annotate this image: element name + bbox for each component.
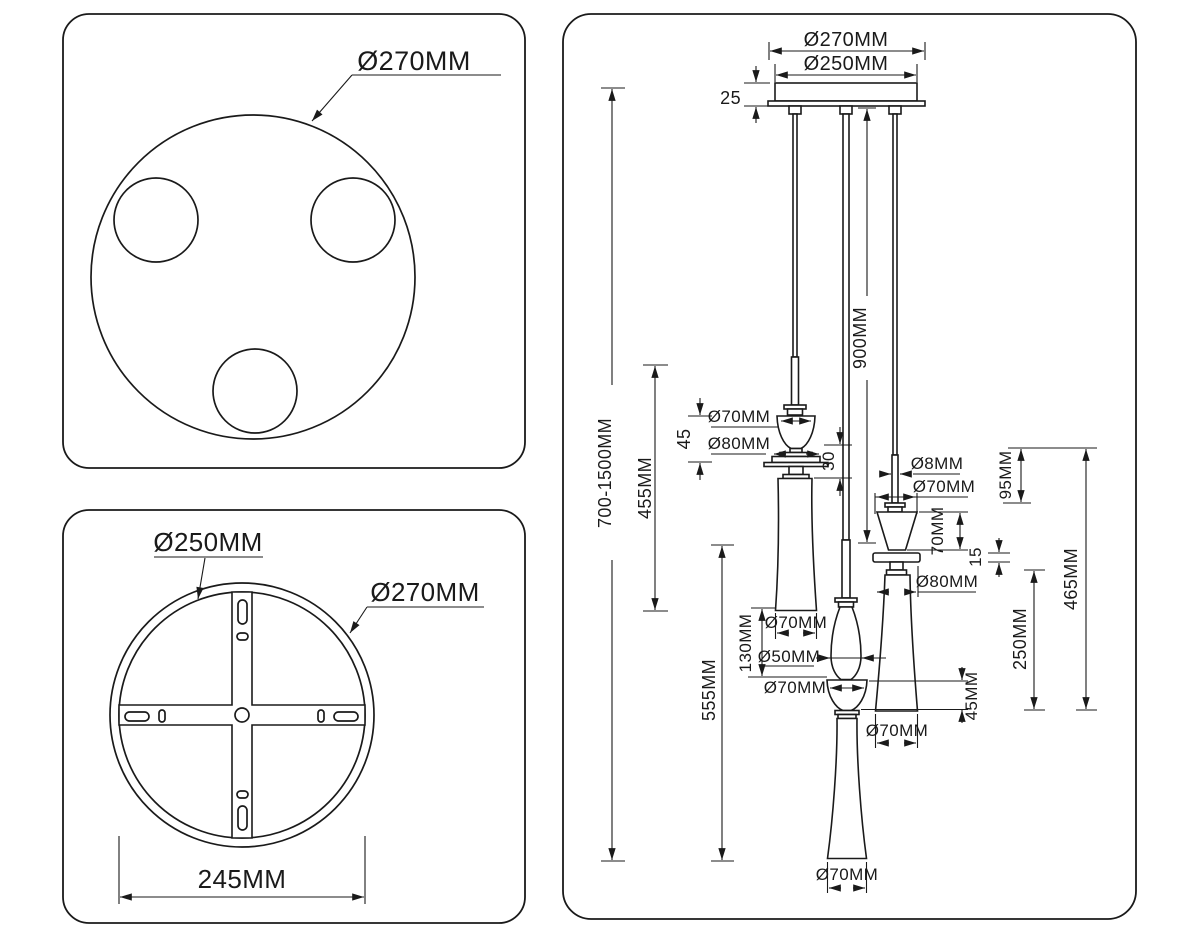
dim-right-shade-diameter: Ø70MM — [866, 714, 928, 748]
cord-right — [892, 113, 898, 456]
pendant-right — [872, 454, 921, 712]
cord-sleeve — [841, 539, 851, 599]
dim-wire-length: 900MM — [850, 107, 876, 544]
dim-left-disc-diameter: Ø80MM — [708, 434, 819, 458]
dim-right-shade-height: 250MM — [1010, 569, 1045, 711]
lamp-hole-bottom — [212, 348, 298, 434]
dim-right-top-diameter: Ø70MM — [874, 477, 975, 514]
dim-right-sleeve-height: 95MM — [996, 447, 1097, 504]
glass-shade — [826, 717, 868, 860]
leader-mount-outer-diameter: Ø270MM — [349, 577, 484, 634]
glass-body — [830, 606, 862, 681]
label-overall-height: 700-1500MM — [595, 418, 615, 528]
glass-shade — [874, 574, 919, 712]
dim-right-disc-thickness: 15 — [966, 538, 1010, 577]
bracket-slots — [124, 599, 359, 831]
ceiling-canopy — [767, 82, 926, 115]
panel-canopy-top-view: Ø270MM — [62, 13, 526, 469]
lamp-hole-right — [310, 177, 396, 263]
dim-left-shade-diameter: Ø70MM — [765, 613, 827, 639]
label-middle-cap-diameter: Ø70MM — [764, 678, 826, 697]
cord-sleeve — [790, 356, 800, 406]
cord-left — [792, 113, 798, 358]
label-canopy-inner: Ø250MM — [804, 53, 889, 75]
dim-middle-cap-diameter: Ø70MM — [764, 678, 864, 697]
disc — [872, 552, 921, 563]
label-mount-outer-diameter: Ø270MM — [370, 577, 479, 607]
dim-canopy-inner: Ø250MM — [774, 53, 918, 82]
panel-mount-view: Ø250MM Ø270MM 245MM — [62, 509, 526, 924]
dim-right-total-height: 465MM — [1061, 449, 1097, 711]
dim-gap-130: 130MM — [736, 607, 827, 678]
disc — [771, 455, 821, 464]
dim-canopy-thickness: 25 — [720, 66, 770, 123]
label-mount-inner-diameter: Ø250MM — [153, 527, 262, 557]
dim-left-neck-height: 30 — [814, 427, 852, 496]
label-middle-body-diameter: Ø50MM — [758, 647, 820, 666]
dim-middle-height: 555MM — [699, 544, 734, 862]
canopy-rim-outer — [109, 582, 375, 848]
dim-right-disc-diameter: Ø80MM — [877, 566, 978, 597]
label-right-total-height: 465MM — [1061, 548, 1081, 610]
cord-middle — [842, 113, 850, 541]
label-right-wire-diameter: Ø8MM — [911, 454, 964, 473]
label-left-height: 455MM — [635, 457, 655, 519]
dim-middle-body-diameter: Ø50MM — [758, 647, 886, 667]
canopy-body — [774, 82, 918, 102]
lamp-hole-left — [113, 177, 199, 263]
label-right-shade-height: 250MM — [1010, 608, 1030, 670]
label-middle-shade-diameter: Ø70MM — [816, 865, 878, 884]
leader-canopy-outer-diameter: Ø270MM — [311, 46, 501, 122]
label-wire-length: 900MM — [850, 307, 870, 369]
panel-side-view: Ø270MM Ø250MM 25 700-1500MM — [562, 13, 1137, 920]
label-bracket-width: 245MM — [198, 864, 287, 894]
label-right-cone-height: 70MM — [928, 507, 947, 556]
suspension-cords — [792, 113, 898, 541]
label-middle-height: 555MM — [699, 659, 719, 721]
dim-middle-cap-height: 45MM — [861, 667, 981, 723]
label-middle-cap-height: 45MM — [962, 672, 981, 721]
dim-left-height: 455MM — [635, 364, 668, 612]
label-right-shade-diameter: Ø70MM — [866, 721, 928, 740]
label-right-disc-diameter: Ø80MM — [916, 572, 978, 591]
label-left-cap-diameter: Ø70MM — [708, 407, 770, 426]
dim-left-cap-diameter: Ø70MM — [708, 407, 811, 428]
dim-canopy-outer: Ø270MM — [768, 29, 926, 60]
dim-right-wire-diameter: Ø8MM — [879, 454, 964, 478]
dim-overall-height: 700-1500MM — [595, 87, 625, 862]
canopy-outline — [90, 114, 416, 440]
cord-sleeve — [891, 454, 899, 504]
label-left-shade-diameter: Ø70MM — [765, 613, 827, 632]
glass-funnel — [875, 511, 919, 551]
leader-mount-inner-diameter: Ø250MM — [153, 527, 263, 600]
label-right-disc-thickness: 15 — [966, 547, 985, 567]
label-canopy-outer: Ø270MM — [804, 29, 889, 51]
label-right-top-diameter: Ø70MM — [913, 477, 975, 496]
label-canopy-outer-diameter: Ø270MM — [357, 46, 470, 76]
label-left-neck-height: 30 — [819, 451, 838, 471]
center-hole — [234, 707, 250, 723]
dim-bracket-width: 245MM — [118, 836, 366, 904]
label-gap-130: 130MM — [736, 614, 755, 673]
label-right-sleeve-height: 95MM — [996, 451, 1015, 500]
label-left-cap-height: 45 — [674, 429, 694, 450]
dim-middle-shade-diameter: Ø70MM — [816, 862, 878, 893]
dim-left-cap-height: 45 — [674, 398, 712, 480]
dim-right-cone-height: 70MM — [907, 507, 968, 556]
panel-border — [62, 13, 526, 469]
label-left-disc-diameter: Ø80MM — [708, 434, 770, 453]
glass-shade — [774, 477, 818, 612]
label-canopy-thickness: 25 — [720, 88, 741, 108]
mounting-cross-bracket — [118, 591, 366, 839]
